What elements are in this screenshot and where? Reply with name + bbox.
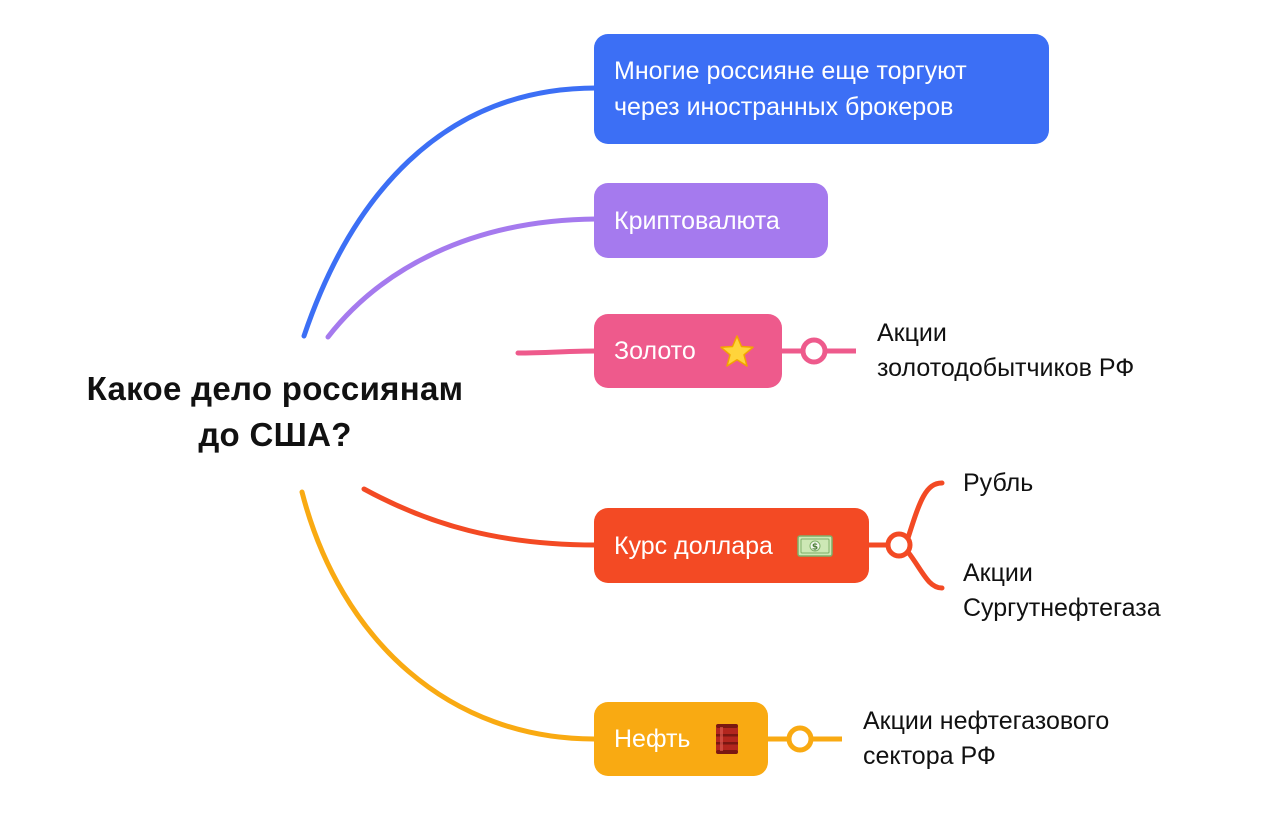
leaf-oil-gas-sector-line-2: сектора РФ xyxy=(863,742,996,770)
svg-text:$: $ xyxy=(812,542,818,552)
leaf-ruble[interactable]: Рубль xyxy=(963,466,1033,501)
gold-connector-dot[interactable] xyxy=(800,337,828,365)
edge-brokers xyxy=(301,85,599,339)
node-gold-label: Золото xyxy=(614,337,696,365)
central-topic-line-1: Какое дело россиянам xyxy=(86,370,464,407)
dollar-connector-dot[interactable] xyxy=(885,531,913,559)
leaf-oil-gas-sector[interactable]: Акции нефтегазового сектора РФ xyxy=(863,704,1109,774)
edge-dollar-leaf-2 xyxy=(905,549,945,591)
edge-dollar xyxy=(361,486,599,548)
edge-crypto xyxy=(325,216,599,340)
edge-dollar-leaf-1 xyxy=(905,480,945,541)
star-icon xyxy=(720,335,754,367)
central-topic-line-2: до США? xyxy=(198,416,352,453)
leaf-gold-miners-line-1: Акции xyxy=(877,319,947,347)
node-oil-label: Нефть xyxy=(614,725,691,753)
node-gold[interactable]: Золото xyxy=(594,314,782,388)
leaf-gold-miners[interactable]: Акции золотодобытчиков РФ xyxy=(877,316,1134,386)
node-brokers-line-2: через иностранных брокеров xyxy=(614,93,954,121)
central-topic[interactable]: Какое дело россиянам до США? xyxy=(40,366,510,458)
node-crypto[interactable]: Криптовалюта xyxy=(594,183,828,258)
leaf-surgutneftegas-line-2: Сургутнефтегаза xyxy=(963,594,1161,622)
node-oil[interactable]: Нефть xyxy=(594,702,768,776)
oil-barrel-icon xyxy=(714,722,740,756)
leaf-surgutneftegas-line-1: Акции xyxy=(963,559,1033,587)
leaf-oil-gas-sector-line-1: Акции нефтегазового xyxy=(863,707,1110,735)
node-crypto-label: Криптовалюта xyxy=(614,206,780,235)
leaf-gold-miners-line-2: золотодобытчиков РФ xyxy=(877,354,1135,382)
node-brokers[interactable]: Многие россияне еще торгуют через иностр… xyxy=(594,34,1049,144)
node-dollar-label: Курс доллара xyxy=(614,531,773,560)
leaf-ruble-label: Рубль xyxy=(963,469,1034,497)
edge-oil xyxy=(299,489,599,742)
node-dollar[interactable]: Курс доллара $ xyxy=(594,508,869,583)
oil-connector-dot[interactable] xyxy=(786,725,814,753)
node-brokers-line-1: Многие россияне еще торгуют xyxy=(614,57,967,85)
edge-gold xyxy=(515,348,599,356)
leaf-surgutneftegas[interactable]: Акции Сургутнефтегаза xyxy=(963,556,1161,626)
money-icon: $ xyxy=(797,533,833,559)
